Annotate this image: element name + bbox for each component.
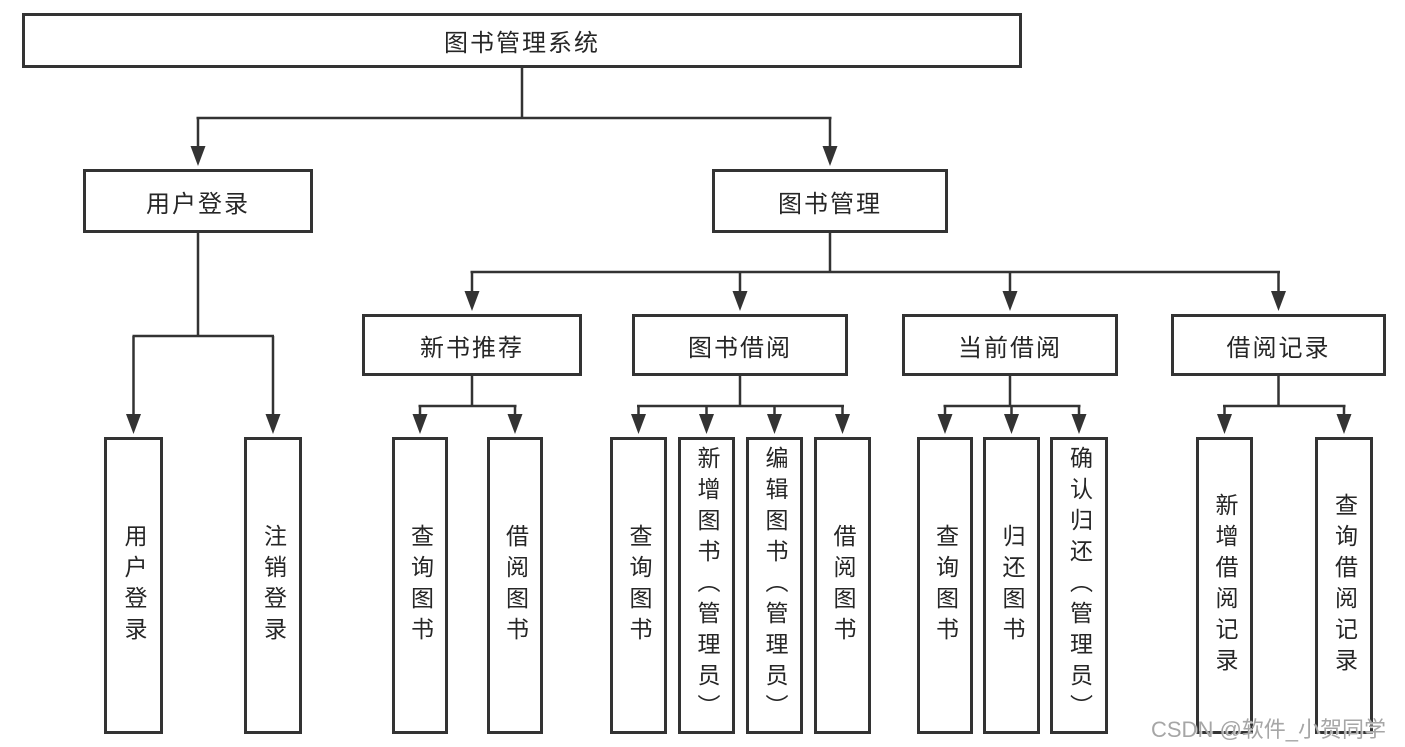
leaf-confirm-return-admin-label: 确认归还（管理员） (1066, 446, 1093, 725)
leaf-logout: 注销登录 (244, 437, 302, 734)
leaf-newbook-query-books: 查询图书 (392, 437, 448, 734)
node-book-borrow: 图书借阅 (632, 314, 848, 376)
node-user-login-label: 用户登录 (146, 190, 250, 218)
leaf-add-borrow-record: 新增借阅记录 (1196, 437, 1253, 734)
node-current-borrow-label: 当前借阅 (958, 334, 1062, 362)
node-book-management-label: 图书管理 (778, 190, 882, 218)
watermark-text: CSDN @软件_小贺同学 (1151, 717, 1387, 742)
leaf-confirm-return-admin: 确认归还（管理员） (1050, 437, 1108, 734)
leaf-return-books-label: 归还图书 (999, 523, 1025, 648)
leaf-current-query-books: 查询图书 (917, 437, 973, 734)
leaf-edit-books-admin-label: 编辑图书（管理员） (762, 446, 788, 725)
node-borrow-records: 借阅记录 (1171, 314, 1386, 376)
node-current-borrow: 当前借阅 (902, 314, 1118, 376)
leaf-newbook-borrow-books: 借阅图书 (487, 437, 543, 734)
leaf-newbook-query-books-label: 查询图书 (407, 523, 434, 648)
leaf-return-books: 归还图书 (983, 437, 1040, 734)
leaf-add-books-admin-label: 新增图书（管理员） (694, 446, 720, 725)
leaf-add-borrow-record-label: 新增借阅记录 (1212, 492, 1238, 679)
leaf-edit-books-admin: 编辑图书（管理员） (746, 437, 803, 734)
node-book-borrow-label: 图书借阅 (688, 334, 792, 362)
leaf-query-borrow-record: 查询借阅记录 (1315, 437, 1373, 734)
leaf-borrow-query-books-label: 查询图书 (626, 523, 652, 648)
leaf-borrow-books: 借阅图书 (814, 437, 871, 734)
leaf-query-borrow-record-label: 查询借阅记录 (1331, 492, 1358, 679)
leaf-user-login-label: 用户登录 (121, 523, 147, 648)
leaf-borrow-books-label: 借阅图书 (830, 523, 856, 648)
leaf-add-books-admin: 新增图书（管理员） (678, 437, 735, 734)
node-borrow-records-label: 借阅记录 (1226, 334, 1331, 362)
node-new-book-recommend-label: 新书推荐 (420, 334, 524, 362)
leaf-borrow-query-books: 查询图书 (610, 437, 667, 734)
leaf-logout-label: 注销登录 (260, 523, 287, 648)
node-user-login: 用户登录 (83, 169, 313, 233)
leaf-current-query-books-label: 查询图书 (932, 523, 959, 648)
leaf-user-login: 用户登录 (104, 437, 163, 734)
node-root-label: 图书管理系统 (444, 30, 600, 57)
node-root: 图书管理系统 (22, 13, 1022, 68)
node-book-management: 图书管理 (712, 169, 948, 233)
node-new-book-recommend: 新书推荐 (362, 314, 582, 376)
leaf-newbook-borrow-books-label: 借阅图书 (502, 523, 529, 648)
